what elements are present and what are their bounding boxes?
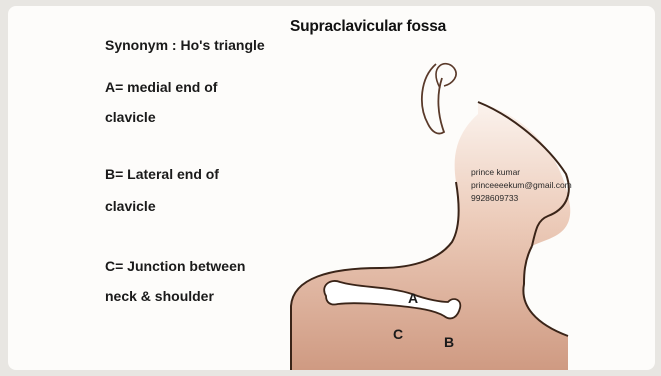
slide-card: Supraclavicular fossa Synonym : Ho's tri… bbox=[8, 6, 655, 370]
ear-shape bbox=[422, 64, 444, 134]
contact-name: prince kumar bbox=[471, 167, 520, 177]
note-a-line1: A= medial end of bbox=[105, 72, 217, 102]
contact-phone: 9928609733 bbox=[471, 193, 518, 203]
note-c-line2: neck & shoulder bbox=[105, 281, 214, 311]
contact-email: princeeeekum@gmail.com bbox=[471, 180, 572, 190]
label-c: C bbox=[393, 326, 403, 342]
ear-outline bbox=[436, 64, 456, 88]
note-c-line1: C= Junction between bbox=[105, 251, 245, 281]
label-b: B bbox=[444, 334, 454, 350]
diagram-title: Supraclavicular fossa bbox=[290, 18, 446, 36]
note-a-line2: clavicle bbox=[105, 102, 156, 132]
note-b-line2: clavicle bbox=[105, 191, 156, 221]
note-b-line1: B= Lateral end of bbox=[105, 159, 219, 189]
neck-shoulder-shape bbox=[291, 102, 570, 370]
label-a: A bbox=[408, 290, 418, 306]
synonym-text: Synonym : Ho's triangle bbox=[105, 34, 265, 56]
